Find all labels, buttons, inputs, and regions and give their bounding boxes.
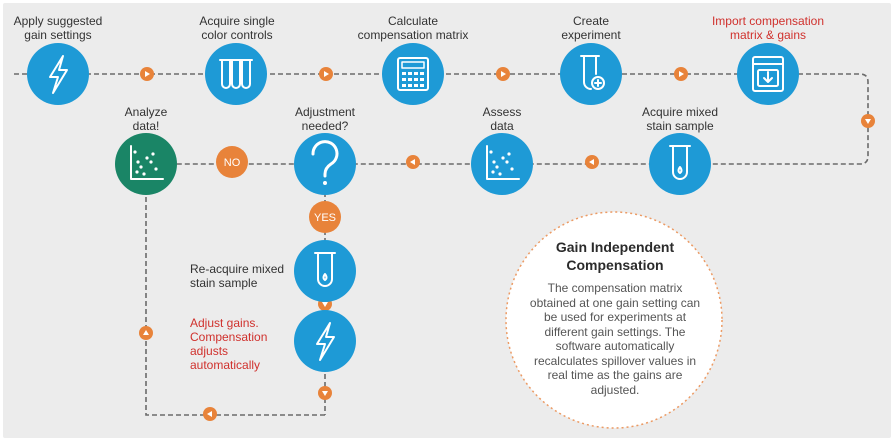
step-adjustment-needed-node: [294, 133, 356, 195]
step-import-matrix-label: Import compensation matrix & gains: [711, 14, 825, 42]
step-reacquire-node: [294, 240, 356, 302]
step-create-experiment-label: Create experiment: [561, 14, 621, 42]
step-calc-matrix-node: [382, 43, 444, 105]
flow-arrow-markers: [139, 67, 875, 421]
arrow-right-icon: [496, 67, 510, 81]
step-create-experiment-node: [560, 43, 622, 105]
step-import-matrix-node: [737, 43, 799, 105]
scatter-plot-icon: [486, 145, 520, 180]
arrow-right-icon: [674, 67, 688, 81]
step-adjust-gains-node: [294, 310, 356, 372]
arrow-up-icon: [139, 326, 153, 340]
question-mark-icon: [311, 140, 339, 185]
step-assess-data-label: Assess data: [482, 105, 522, 133]
three-test-tubes-icon: [219, 59, 253, 89]
step-analyze-data-node: [115, 133, 177, 195]
step-apply-gains-node: [27, 43, 89, 105]
arrow-left-icon: [203, 407, 217, 421]
arrow-left-icon: [406, 155, 420, 169]
step-acquire-mixed-label: Acquire mixed stain sample: [641, 105, 719, 133]
step-apply-gains-label: Apply suggested gain settings: [13, 14, 103, 42]
step-reacquire-label: Re-acquire mixed stain sample: [190, 262, 285, 290]
step-calc-matrix-label: Calculate compensation matrix: [357, 14, 469, 42]
step-assess-data-node: [471, 133, 533, 195]
callout-circle: [505, 211, 723, 429]
decision-no-badge: NO: [216, 146, 248, 178]
test-tube-drop-icon: [669, 145, 691, 180]
arrow-left-icon: [585, 155, 599, 169]
lightning-bolt-icon: [316, 322, 335, 361]
arrow-right-icon: [319, 67, 333, 81]
import-tray-icon: [752, 56, 784, 92]
step-acquire-single-node: [205, 43, 267, 105]
arrow-down-icon: [861, 114, 875, 128]
step-acquire-single-label: Acquire single color controls: [199, 14, 275, 42]
decision-yes-label: YES: [314, 212, 336, 224]
step-adjust-gains-label: Adjust gains. Compensation adjusts autom…: [190, 316, 268, 372]
callout-body: The compensation matrix obtained at one …: [529, 281, 701, 397]
calculator-grid-icon: [397, 57, 429, 91]
decision-no-label: NO: [224, 157, 241, 169]
arrow-down-icon: [318, 386, 332, 400]
step-acquire-mixed-node: [649, 133, 711, 195]
step-adjustment-needed-label: Adjustment needed?: [294, 105, 356, 133]
scatter-plot-icon: [130, 145, 164, 180]
test-tube-drop-icon: [314, 252, 336, 287]
arrow-right-icon: [140, 67, 154, 81]
step-analyze-data-label: Analyze data!: [124, 105, 168, 133]
lightning-bolt-icon: [49, 55, 68, 94]
test-tube-plus-icon: [580, 55, 605, 90]
decision-yes-badge: YES: [309, 201, 341, 233]
callout-title: Gain Independent Compensation: [555, 239, 675, 273]
